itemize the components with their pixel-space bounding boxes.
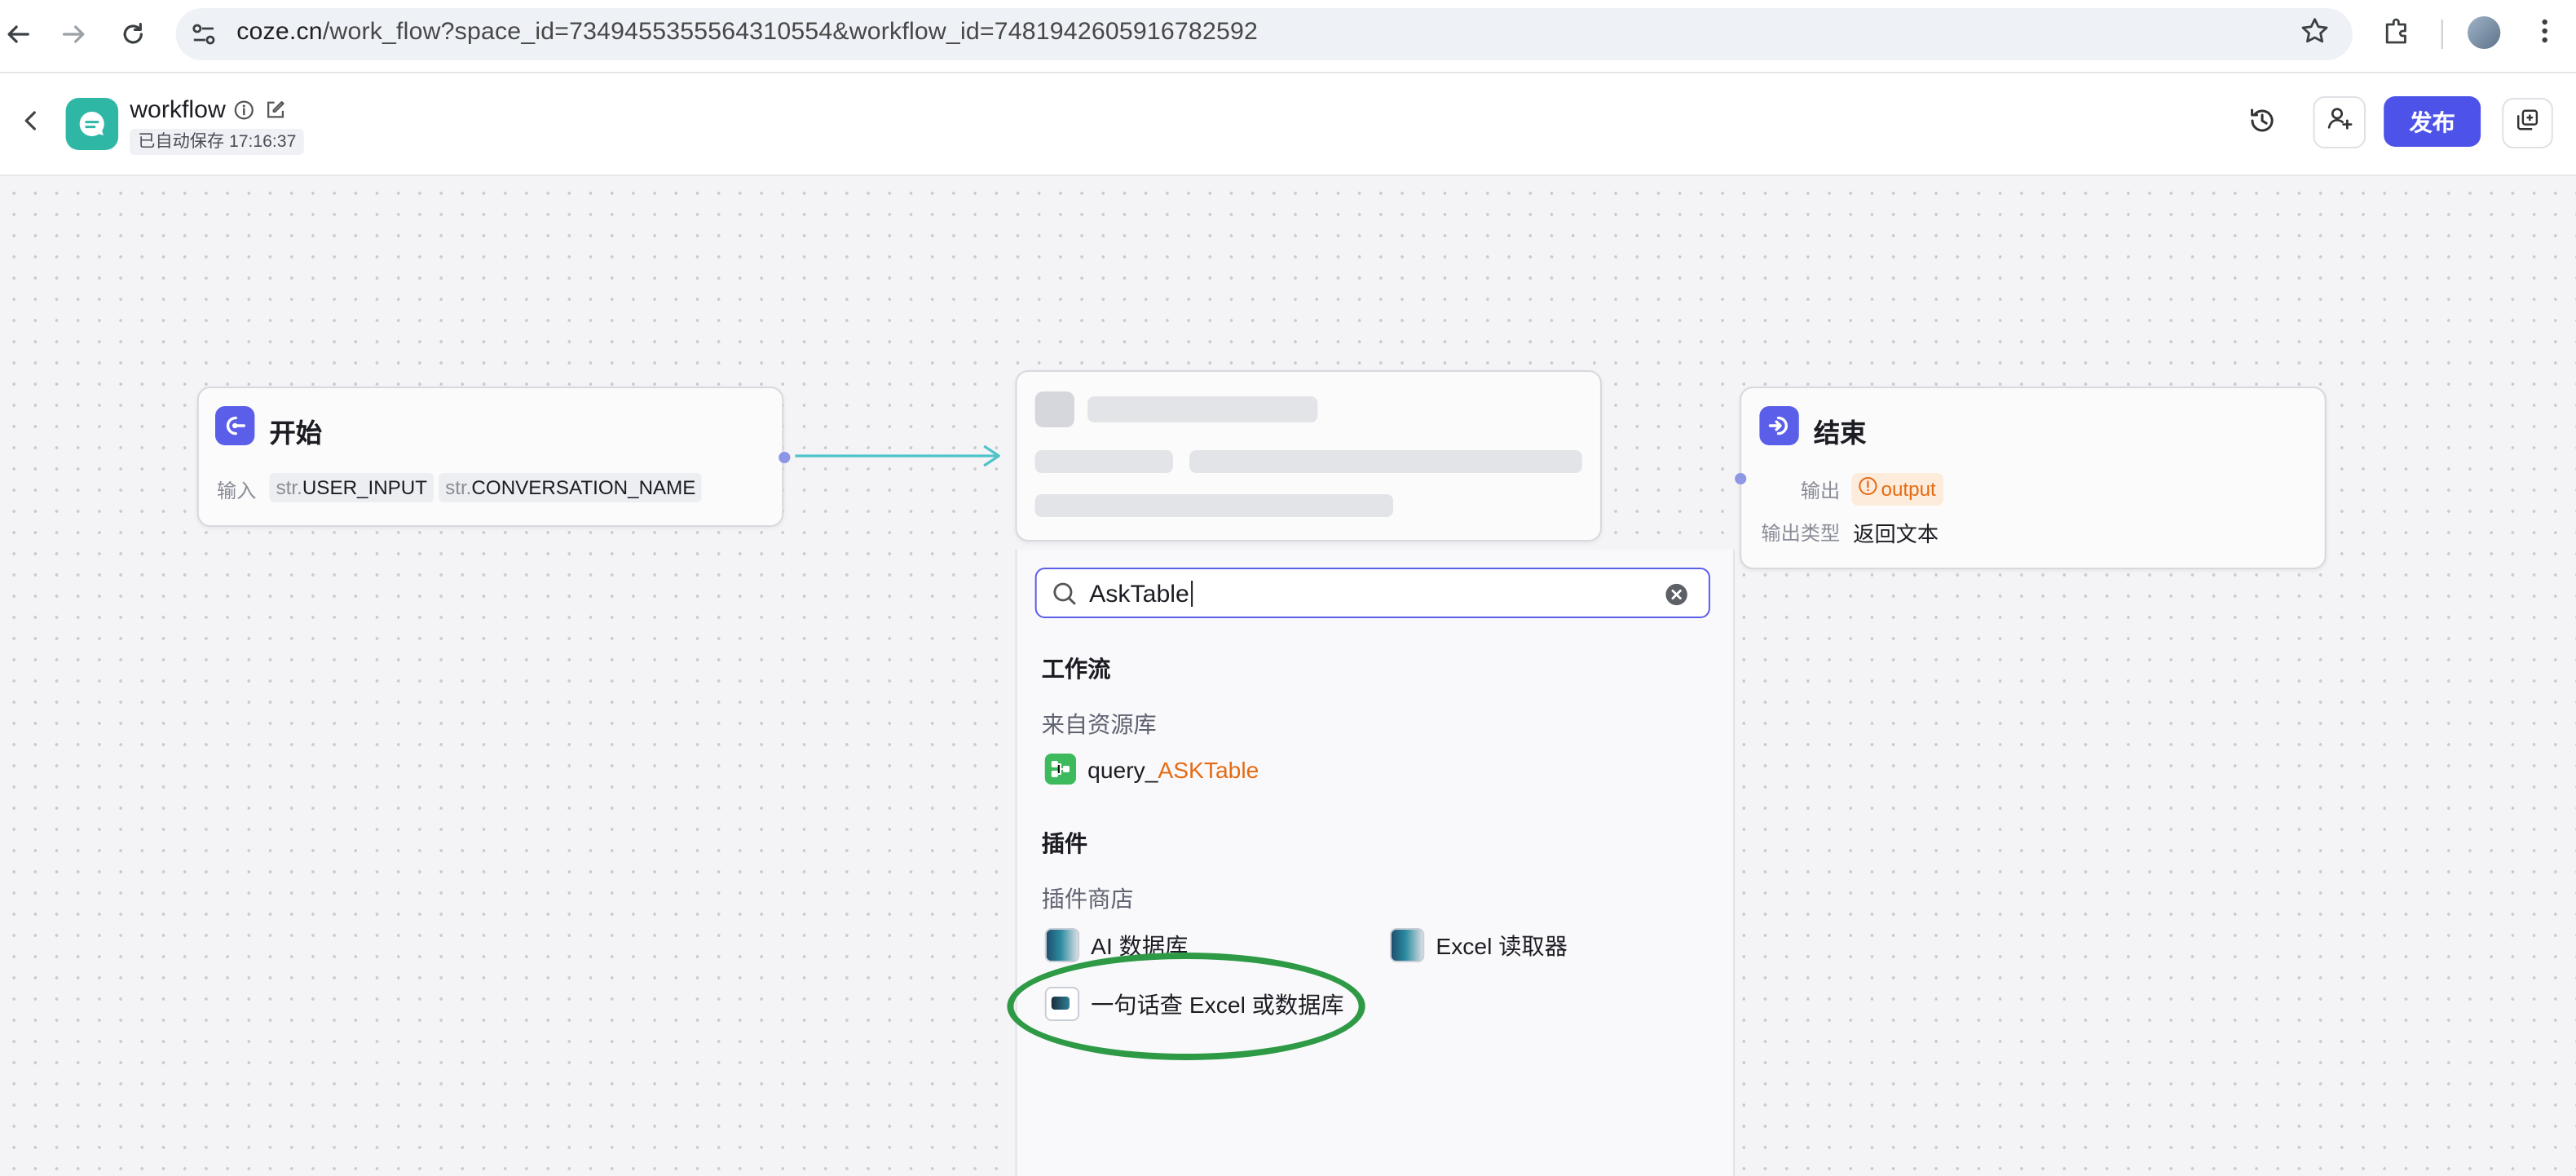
url-domain: coze.cn (236, 18, 323, 46)
param-type: str. (276, 476, 302, 499)
start-node[interactable] (196, 387, 784, 527)
app-header: workflow 已自动保存 17:16:37 发布 (0, 73, 2576, 176)
copy-icon (2515, 107, 2539, 139)
plugin-result-ai-database[interactable]: AI 数据库 (1044, 928, 1188, 962)
workflow-source-subtitle: 来自资源库 (1041, 711, 1157, 737)
clear-search-icon[interactable] (1664, 582, 1688, 615)
reload-icon[interactable] (115, 16, 151, 52)
duplicate-button[interactable] (2502, 98, 2553, 148)
annotation-highlight-ellipse (1007, 953, 1365, 1060)
node-search-panel (1015, 550, 1736, 1176)
forward-arrow-icon[interactable] (56, 16, 92, 52)
end-output-label: 输出 (1800, 480, 1841, 502)
add-user-icon (2326, 104, 2353, 140)
workflow-section-title: 工作流 (1041, 656, 1111, 682)
warning-icon (1858, 473, 1877, 506)
start-output-port[interactable] (779, 452, 791, 463)
back-chevron-icon[interactable] (20, 109, 42, 140)
start-node-icon (215, 406, 255, 445)
autosave-status: 已自动保存 17:16:37 (130, 129, 305, 155)
result-name-highlight: ASKTable (1158, 756, 1259, 782)
info-icon[interactable] (233, 99, 254, 129)
site-settings-icon[interactable] (189, 20, 218, 57)
bookmark-star-icon[interactable] (2300, 16, 2329, 54)
plugin-store-subtitle: 插件商店 (1041, 886, 1134, 912)
output-variable-name: output (1881, 478, 1936, 501)
connection-arrow (795, 444, 1000, 467)
end-node-title: 结束 (1813, 421, 1867, 449)
back-arrow-icon[interactable] (0, 16, 36, 52)
collaborator-button[interactable] (2313, 96, 2366, 148)
text-caret (1190, 581, 1193, 607)
profile-avatar[interactable] (2467, 16, 2501, 49)
plugin-result-label: Excel 读取器 (1436, 932, 1568, 958)
start-input-label: 输入 (217, 480, 257, 502)
plugin-result-excel-reader[interactable]: Excel 读取器 (1389, 928, 1568, 962)
url-path: /work_flow?space_id=7349455355564310554&… (322, 18, 1258, 46)
workflow-icon (1044, 754, 1077, 785)
skeleton-icon (1034, 391, 1075, 427)
publish-button[interactable]: 发布 (2384, 96, 2481, 147)
end-node-icon (1759, 406, 1799, 445)
history-icon[interactable] (2247, 106, 2277, 144)
param-type: str. (445, 476, 472, 499)
workflow-title: workflow (130, 96, 226, 124)
output-type-label: 输出类型 (1761, 522, 1841, 545)
url-text[interactable]: coze.cn/work_flow?space_id=7349455355564… (236, 18, 1258, 46)
param-chip: str.CONVERSATION_NAME (439, 473, 703, 502)
end-node[interactable] (1740, 387, 2327, 569)
result-name-prefix: query_ (1087, 756, 1158, 782)
workflow-logo-icon (65, 98, 119, 150)
more-menu-icon[interactable] (2530, 16, 2560, 54)
browser-toolbar: coze.cn/work_flow?space_id=7349455355564… (0, 0, 2576, 73)
end-input-port[interactable] (1735, 473, 1747, 484)
param-name: USER_INPUT (302, 476, 428, 499)
plugin-section-title: 插件 (1041, 830, 1088, 856)
workflow-result-query-asktable[interactable]: query_ASKTable (1044, 754, 1259, 785)
skeleton-line (1189, 450, 1582, 473)
output-variable-tag: output (1851, 473, 1944, 506)
extensions-icon[interactable] (2382, 16, 2411, 54)
edit-icon[interactable] (264, 99, 285, 129)
skeleton-line (1087, 396, 1318, 422)
node-search-input[interactable]: AskTable (1034, 568, 1710, 618)
search-icon (1052, 581, 1078, 615)
param-chip: str.USER_INPUT (269, 473, 434, 502)
output-type-value: 返回文本 (1853, 522, 1939, 546)
search-query: AskTable (1089, 581, 1189, 608)
param-name: CONVERSATION_NAME (471, 476, 696, 499)
address-bar[interactable] (175, 8, 2353, 60)
start-node-title: 开始 (269, 421, 323, 449)
plugin-icon (1044, 928, 1080, 962)
plugin-icon (1389, 928, 1425, 962)
skeleton-line (1034, 450, 1173, 473)
toolbar-divider (2441, 20, 2443, 49)
skeleton-line (1034, 494, 1393, 517)
